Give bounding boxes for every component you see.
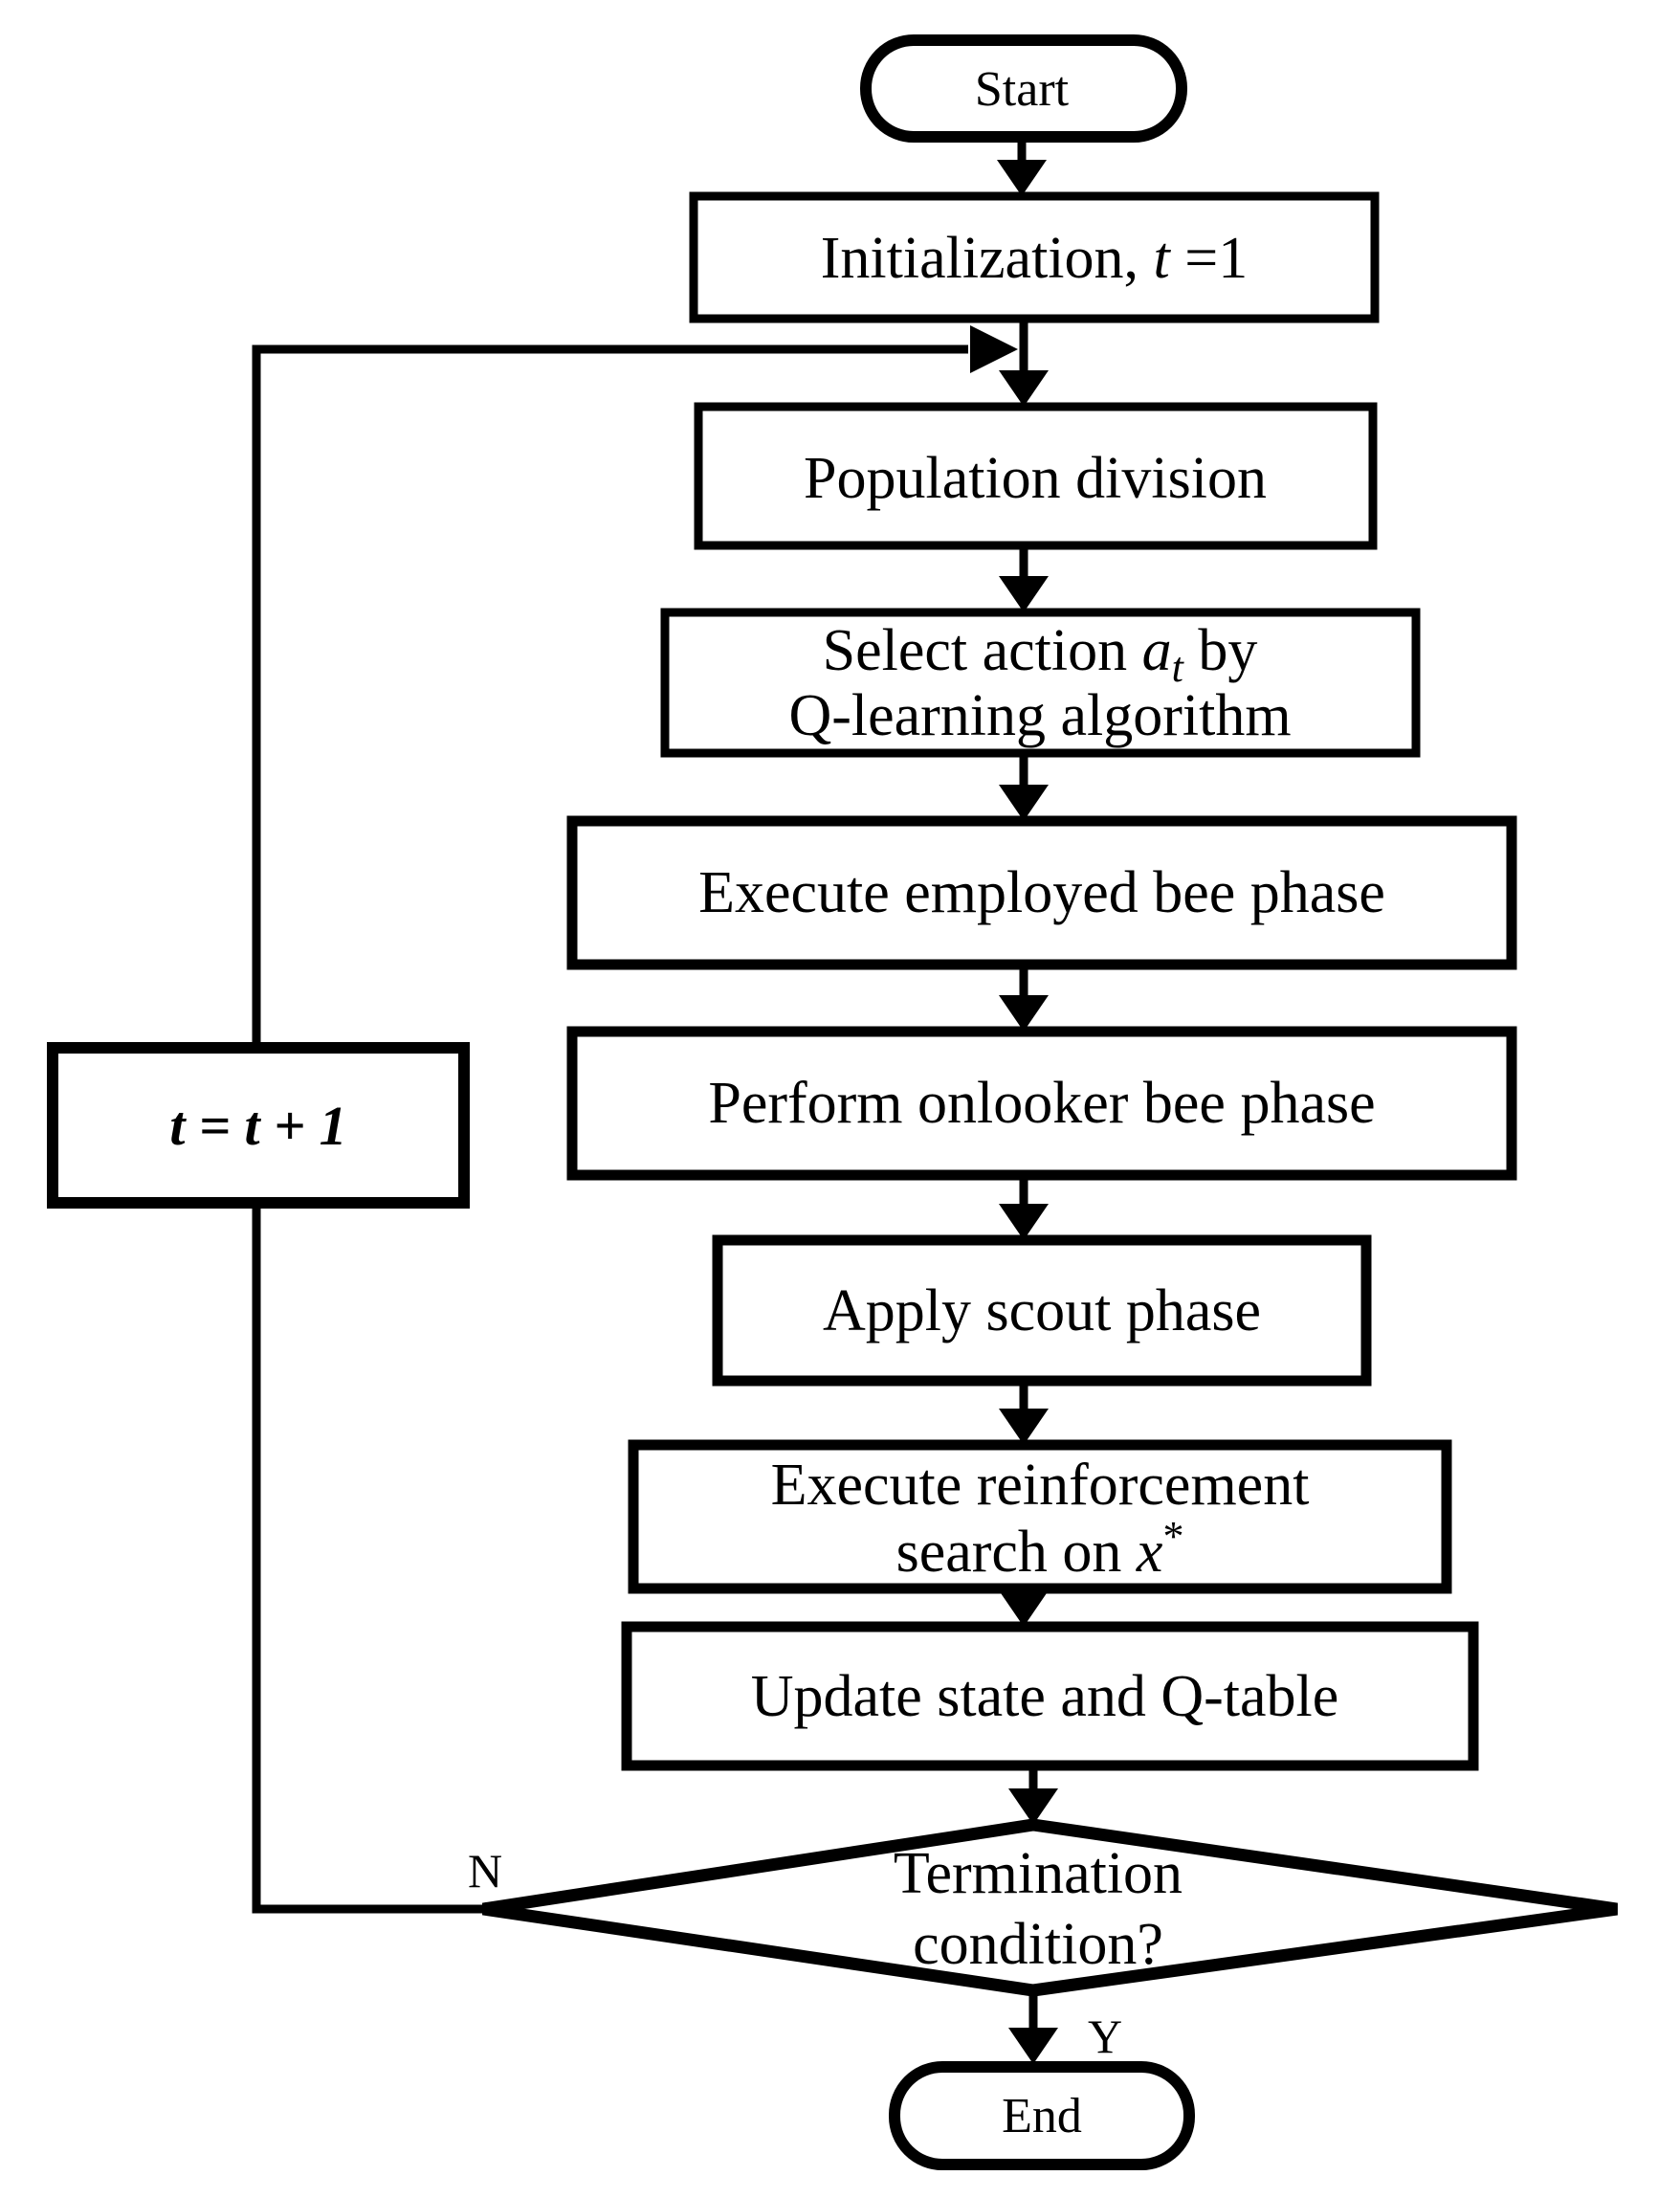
arrowhead-employed-onlooker-icon	[999, 995, 1049, 1032]
node-employed-bee-phase: Execute employed bee phase	[566, 815, 1517, 970]
arrowhead-no-loop-icon	[970, 325, 1018, 373]
node-end-label: End	[1002, 2089, 1082, 2143]
node-select-action: Select action at by Q-learning algorithm	[660, 608, 1421, 758]
node-onlooker-bee-phase-label: Perform onlooker bee phase	[708, 1071, 1375, 1136]
node-scout-phase: Apply scout phase	[712, 1234, 1372, 1387]
node-start-label: Start	[975, 62, 1070, 117]
arrowhead-start-initialization-icon	[997, 160, 1047, 196]
arrowhead-reinforcement-update-icon	[999, 1590, 1049, 1627]
node-population-division-label: Population division	[804, 446, 1267, 511]
arrowhead-update-decision-icon	[1008, 1788, 1058, 1825]
arrowhead-initialization-population-icon	[999, 370, 1049, 407]
arrowhead-onlooker-scout-icon	[999, 1204, 1049, 1240]
node-onlooker-bee-phase: Perform onlooker bee phase	[566, 1026, 1517, 1181]
arrowhead-select-employed-icon	[999, 785, 1049, 821]
node-reinforcement-search: Execute reinforcement search on x*	[628, 1439, 1452, 1594]
node-select-action-line2: Q-learning algorithm	[788, 683, 1291, 748]
arrowhead-population-select-icon	[999, 576, 1049, 612]
arrowhead-yes-end-icon	[1008, 2028, 1058, 2064]
node-population-division: Population division	[694, 402, 1378, 550]
node-termination-decision: Termination condition?	[482, 1818, 1618, 1997]
node-reinforcement-search-line2: search on x*	[896, 1513, 1184, 1585]
node-termination-decision-line2: condition?	[913, 1912, 1163, 1977]
node-scout-phase-label: Apply scout phase	[823, 1278, 1261, 1343]
node-update-q-table: Update state and Q-table	[621, 1621, 1479, 1771]
node-employed-bee-phase-label: Execute employed bee phase	[698, 860, 1385, 925]
label-no-branch: N	[468, 1844, 502, 1898]
node-initialization: Initialization, t =1	[689, 191, 1380, 323]
node-iteration-increment: t = t + 1	[47, 1042, 470, 1209]
node-update-q-table-label: Update state and Q-table	[751, 1664, 1339, 1729]
node-iteration-increment-label: t = t + 1	[169, 1095, 346, 1157]
node-initialization-label: Initialization, t =1	[821, 226, 1248, 291]
arrowhead-scout-reinforcement-icon	[999, 1409, 1049, 1445]
node-termination-decision-line1: Termination	[894, 1841, 1183, 1906]
label-yes-branch: Y	[1088, 2009, 1122, 2063]
node-reinforcement-search-line1: Execute reinforcement	[771, 1453, 1310, 1518]
node-select-action-line1: Select action at by	[823, 618, 1258, 691]
node-start: Start	[860, 34, 1187, 143]
node-end: End	[889, 2061, 1195, 2170]
